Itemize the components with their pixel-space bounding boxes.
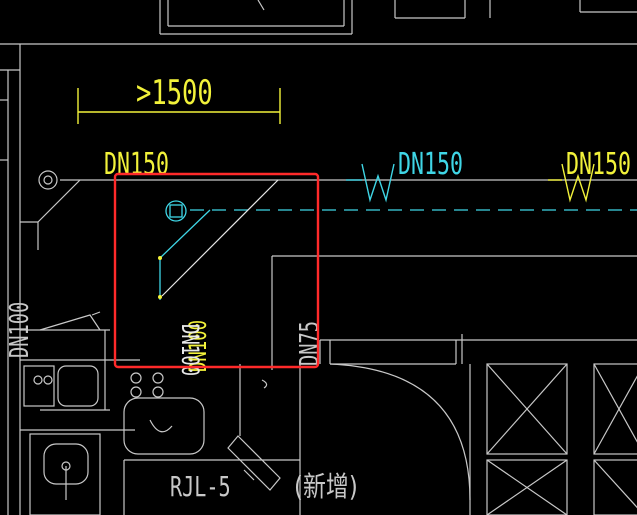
diagonal-pipe — [161, 179, 279, 297]
pipe-label-dn150-mid: DN150 — [398, 148, 463, 182]
pipe-label-dn100-left: DN100 — [5, 302, 35, 358]
rjl-label: RJL-5 — [170, 470, 231, 503]
pipe-node — [158, 295, 162, 299]
pipe-node — [158, 256, 162, 260]
pipe-label-dn100-bottom: DN100 — [184, 320, 212, 372]
highlight-box — [113, 172, 320, 369]
pipe-label-dn75: DN75 — [295, 321, 325, 366]
cyan-pipes — [159, 200, 637, 300]
new-tag-label: (新增) — [294, 471, 358, 504]
dimension-text: >1500 — [136, 73, 213, 113]
dimension-1500 — [77, 88, 281, 124]
pipe-label-dn150-left: DN150 — [104, 148, 169, 182]
cold-water-icon-right — [548, 163, 595, 203]
pipe-label-dn100-mirror: DN100 — [176, 324, 204, 376]
pipe-label-dn150-right: DN150 — [566, 148, 631, 182]
cold-water-icon — [346, 163, 395, 203]
